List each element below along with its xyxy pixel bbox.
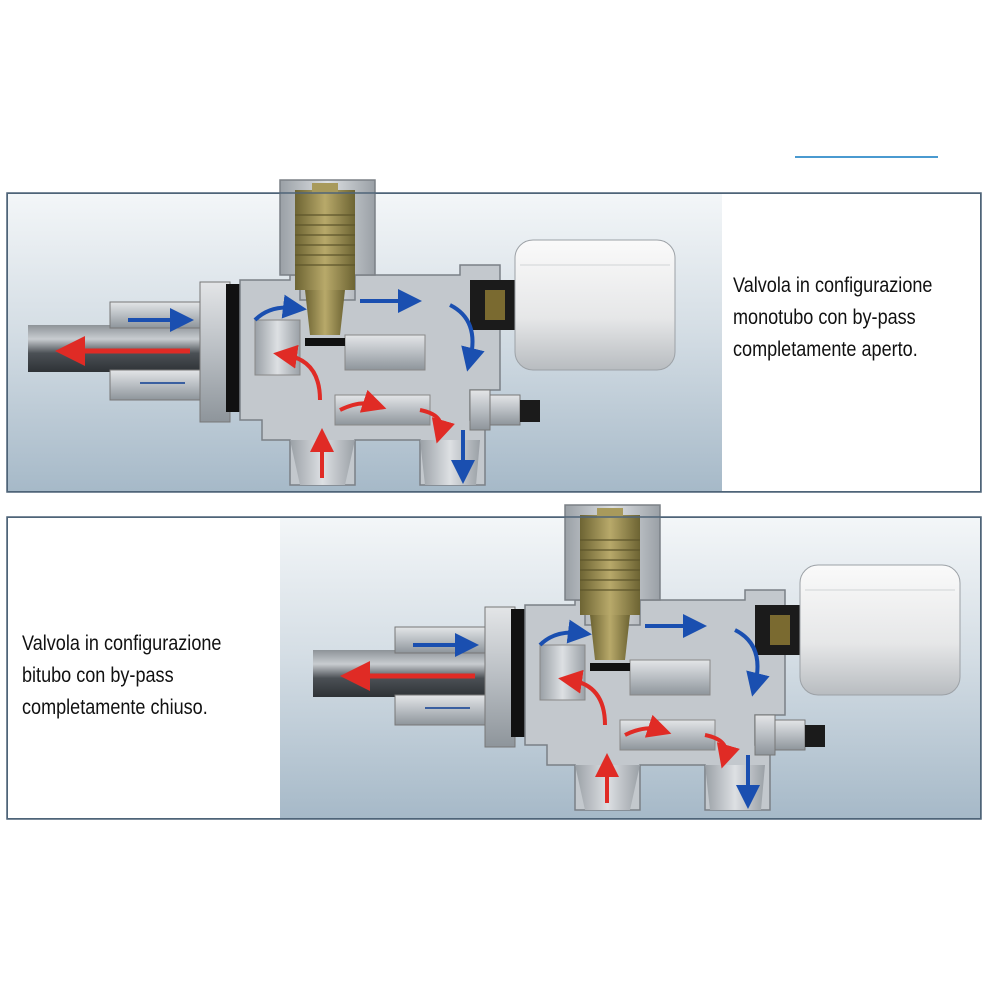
caption-bypass-open: Valvola in configurazione monotubo con b… [733,270,932,366]
caption-line: Valvola in configurazione [22,632,222,655]
caption-bypass-closed: Valvola in configurazione bitubo con by-… [22,628,221,724]
caption-line: monotubo con by-pass [733,306,916,329]
accent-line [795,156,938,158]
caption-line: Valvola in configurazione [733,274,933,297]
caption-line: bitubo con by-pass [22,664,174,687]
caption-line: completamente chiuso. [22,696,208,719]
caption-line: completamente aperto. [733,338,918,361]
